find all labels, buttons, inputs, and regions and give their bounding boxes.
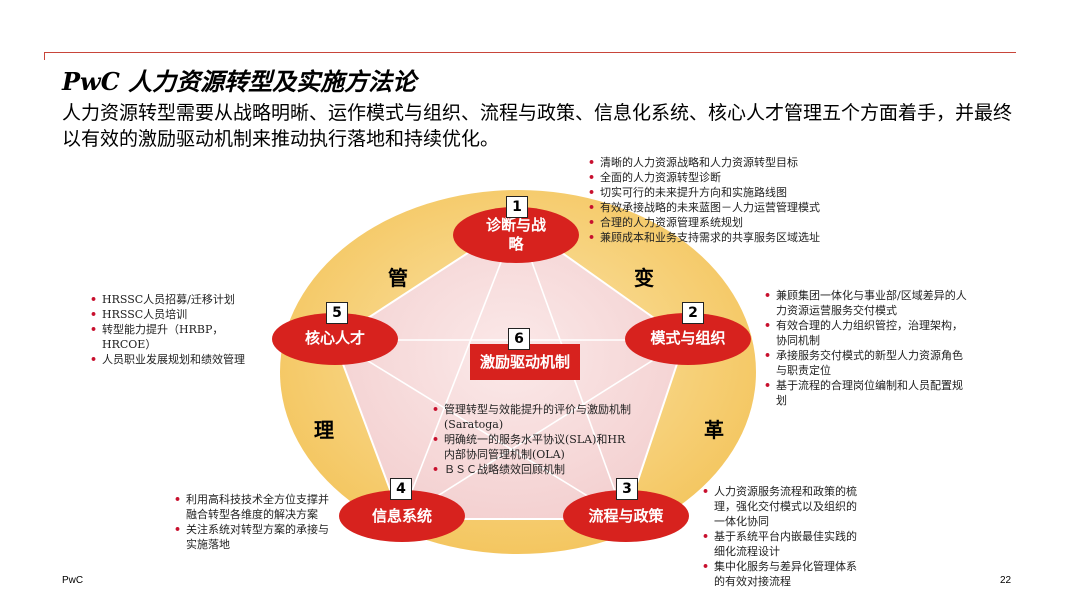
- node-ellipse-3[interactable]: [563, 490, 689, 542]
- top-rule-tick: [44, 52, 45, 60]
- list-item: HRSSC人员培训: [90, 307, 270, 322]
- node-label-4: 信息系统: [371, 507, 432, 525]
- list-item: 全面的人力资源转型诊断: [588, 170, 888, 185]
- badge-6: 6: [508, 328, 530, 350]
- list-item: 合理的人力资源管理系统规划: [588, 215, 888, 230]
- page-title: PwC 人力资源转型及实施方法论: [62, 67, 417, 96]
- list-item: 关注系统对转型方案的承接与实施落地: [174, 522, 334, 552]
- list-item: 承接服务交付模式的新型人力资源角色与职责定位: [764, 348, 968, 378]
- page-subtitle: 人力资源转型需要从战略明晰、运作模式与组织、流程与政策、信息化系统、核心人才管理…: [62, 102, 1013, 150]
- list-item: 兼顾成本和业务支持需求的共享服务区域选址: [588, 230, 888, 245]
- node-ellipse-2[interactable]: [625, 313, 751, 365]
- list-item: HRSSC人员招募/迁移计划: [90, 292, 270, 307]
- badge-4: 4: [390, 478, 412, 500]
- talent-bullets: HRSSC人员招募/迁移计划 HRSSC人员培训 转型能力提升（HRBP，HRC…: [90, 292, 270, 367]
- top-rule: [44, 52, 1016, 53]
- badge-2: 2: [682, 302, 704, 324]
- page-number: 22: [1000, 575, 1012, 586]
- list-item: 集中化服务与差异化管理体系的有效对接流程: [702, 559, 866, 589]
- list-item: 管理转型与效能提升的评价与激励机制(Saratoga): [432, 402, 636, 432]
- badge-3: 3: [616, 478, 638, 500]
- node-label-3: 流程与政策: [588, 507, 664, 525]
- footer-brand: PwC: [62, 575, 84, 586]
- node-ellipse-5[interactable]: [272, 313, 398, 365]
- strategy-bullets: 清晰的人力资源战略和人力资源转型目标 全面的人力资源转型诊断 切实可行的未来提升…: [588, 155, 888, 245]
- node-label-1: 诊断与战 略: [485, 216, 546, 253]
- list-item: 人力资源服务流程和政策的梳理，强化交付模式以及组织的一体化协同: [702, 484, 866, 529]
- ring-char-ge: 革: [704, 418, 724, 442]
- list-item: 清晰的人力资源战略和人力资源转型目标: [588, 155, 888, 170]
- node-ellipse-1[interactable]: [453, 207, 579, 263]
- list-item: 兼顾集团一体化与事业部/区域差异的人力资源运营服务交付模式: [764, 288, 968, 318]
- node-ellipse-4[interactable]: [339, 490, 465, 542]
- list-item: 基于流程的合理岗位编制和人员配置规划: [764, 378, 968, 408]
- list-item: 明确统一的服务水平协议(SLA)和HR内部协同管理机制(OLA): [432, 432, 636, 462]
- incentive-bullets: 管理转型与效能提升的评价与激励机制(Saratoga) 明确统一的服务水平协议(…: [432, 402, 636, 477]
- ring-char-li: 理: [314, 418, 334, 442]
- list-item: 有效承接战略的未来蓝图－人力运营管理模式: [588, 200, 888, 215]
- model-bullets: 兼顾集团一体化与事业部/区域差异的人力资源运营服务交付模式 有效合理的人力组织管…: [764, 288, 968, 408]
- badge-5: 5: [326, 302, 348, 324]
- node-label-2: 模式与组织: [650, 329, 726, 347]
- process-bullets: 人力资源服务流程和政策的梳理，强化交付模式以及组织的一体化协同 基于系统平台内嵌…: [702, 484, 866, 589]
- node-label-5: 核心人才: [304, 329, 365, 347]
- list-item: 转型能力提升（HRBP，HRCOE）: [90, 322, 270, 352]
- list-item: 有效合理的人力组织管控，治理架构，协同机制: [764, 318, 968, 348]
- list-item: 利用高科技技术全方位支撑并融合转型各维度的解决方案: [174, 492, 334, 522]
- list-item: 基于系统平台内嵌最佳实践的细化流程设计: [702, 529, 866, 559]
- ring-char-guan: 管: [388, 266, 408, 290]
- system-bullets: 利用高科技技术全方位支撑并融合转型各维度的解决方案 关注系统对转型方案的承接与实…: [174, 492, 334, 552]
- badge-1: 1: [506, 196, 528, 218]
- ring-char-bian: 变: [634, 266, 654, 290]
- list-item: 切实可行的未来提升方向和实施路线图: [588, 185, 888, 200]
- center-incentive-box[interactable]: 激励驱动机制: [470, 344, 580, 380]
- list-item: 人员职业发展规划和绩效管理: [90, 352, 270, 367]
- list-item: ＢＳＣ战略绩效回顾机制: [432, 462, 636, 477]
